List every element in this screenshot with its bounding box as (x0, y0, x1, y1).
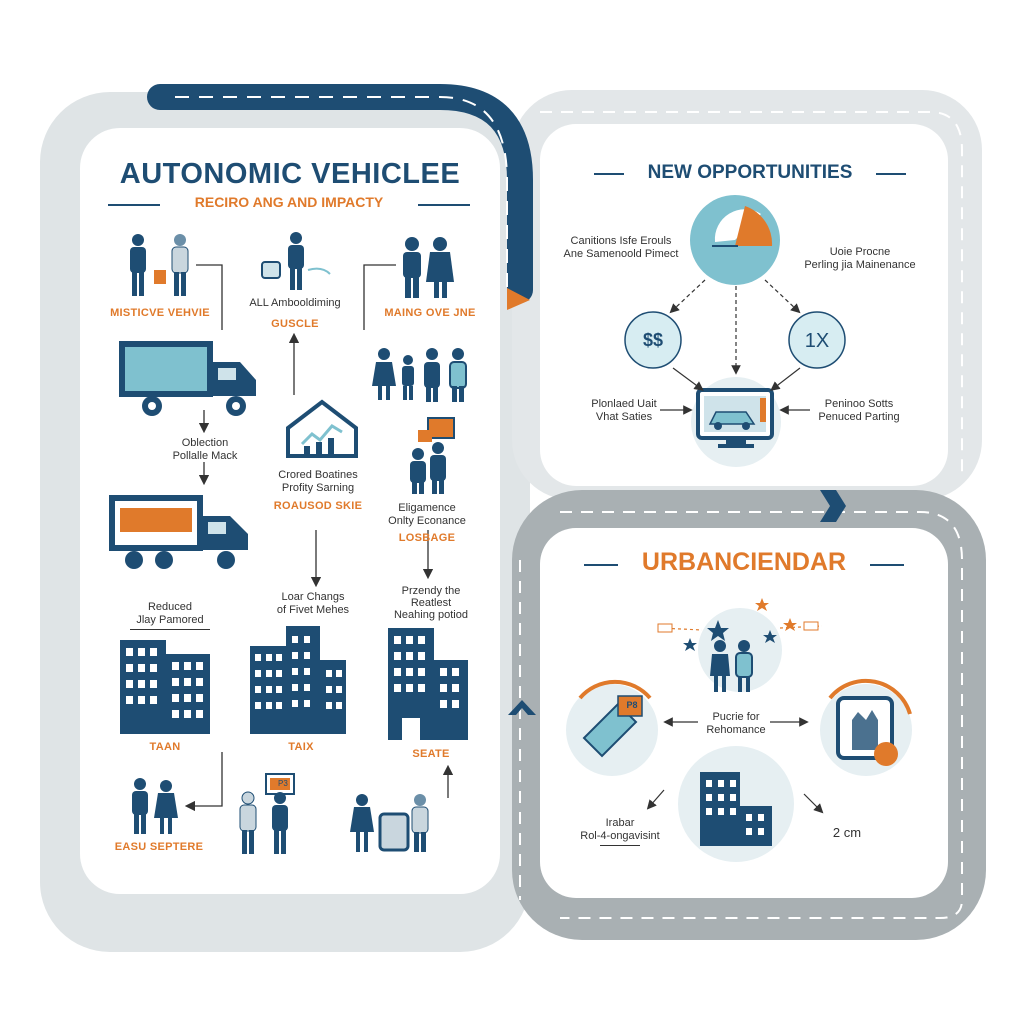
rt-left-note-1: Canitions Isfe Erouls (570, 235, 672, 247)
label-losbage: LOSBAGE (398, 532, 456, 544)
rt-left-note-2: Ane Samenoold Pimect (563, 248, 679, 260)
rt-right-note-1: Uoie Procne (829, 246, 891, 258)
rt-bottom-right-2: Penuced Parting (818, 411, 900, 423)
rb-tag-text: P8 (626, 700, 638, 710)
left-title-rule-l (108, 204, 160, 206)
rb-bottom-left-1: Irabar (605, 817, 635, 829)
rt-bottom-left-2: Vhat Saties (595, 411, 653, 423)
label-objection-1: Oblection (181, 437, 229, 449)
people-signs-icon (410, 417, 455, 494)
rt-circle-left-text: $$ (642, 330, 664, 350)
rt-title: NEW OPPORTUNITIES (647, 162, 853, 183)
rb-center-1: Pucrie for (712, 711, 760, 723)
rt-circle-right-text: 1X (804, 330, 830, 352)
family-group-icon (372, 348, 467, 402)
rb-center-2: Rehomance (706, 724, 766, 736)
label-przen-1: Przendy the (401, 585, 461, 597)
label-crored-1: Crored Boatines (278, 469, 358, 481)
people-luggage-bottom-icon (350, 794, 429, 852)
sign-left-text: P3 (278, 779, 288, 788)
rt-right-note-2: Perling jia Mainenance (804, 259, 916, 271)
building-left-icon (120, 640, 210, 734)
label-crored-2: Profity Sarning (281, 482, 355, 494)
label-all-amb: ALL Ambooldiming (249, 297, 341, 309)
label-loar-1: Loar Changs (281, 591, 345, 603)
rb-bottom-left-2: Rol-4-ongavisint (580, 830, 660, 842)
label-eligence-1: Eligamence (398, 502, 456, 514)
people-handshake-icon (239, 773, 295, 854)
rb-title-rule-l (584, 564, 618, 566)
label-przen-2: Reatlest (410, 597, 452, 609)
left-title-rule-r (418, 204, 470, 206)
label-mistiove: MISTICVE VEHVIE (110, 307, 210, 319)
label-przen-3: Neahing potiod (393, 609, 468, 621)
label-roausod: ROAUSOD SKIE (273, 500, 363, 512)
rb-bottom-right: 2 cm (832, 825, 862, 840)
label-easu: EASU SEPTERE (114, 841, 204, 853)
rb-diagram (566, 598, 912, 862)
rt-bottom-right-1: Peninoo Sotts (824, 398, 894, 410)
rb-title: URBANCIENDAR (641, 548, 847, 576)
label-reduced-1: Reduced (147, 601, 193, 613)
label-objection-2: Pollalle Mack (172, 450, 238, 462)
people-luggage-icon (130, 234, 189, 296)
couple-bottom-icon (132, 778, 178, 834)
rt-bottom-left-1: Plonlaed Uait (591, 398, 657, 410)
label-seate: SEATE (412, 748, 450, 760)
rt-diagram (624, 195, 846, 467)
label-loar-2: of Fivet Mehes (276, 604, 350, 616)
rb-title-rule-r (870, 564, 904, 566)
label-guscle: GUSCLE (271, 318, 319, 330)
label-taix: TAIX (288, 741, 314, 753)
label-taan: TAAN (149, 741, 181, 753)
left-title: AUTONOMIC VEHICLEE (119, 158, 461, 190)
label-reduced-2: Jlay Pamored (136, 614, 204, 626)
label-eligence-2: Onlty Econance (388, 515, 466, 527)
left-subtitle: RECIRO ANG AND IMPACTY (194, 194, 384, 210)
couple-icon (403, 237, 454, 298)
truck-teal-icon (119, 341, 256, 416)
building-right-icon (388, 628, 468, 740)
house-chart-icon (286, 399, 358, 458)
rt-title-rule-l (594, 173, 624, 175)
rt-title-rule-r (876, 173, 906, 175)
label-maing: MAING OVE JNE (384, 307, 476, 319)
building-center-icon (250, 626, 346, 734)
person-cart-icon (261, 232, 331, 290)
rb-bottom-left-rule (600, 845, 640, 846)
reduced-rule (130, 629, 210, 630)
truck-orange-icon (109, 495, 248, 569)
